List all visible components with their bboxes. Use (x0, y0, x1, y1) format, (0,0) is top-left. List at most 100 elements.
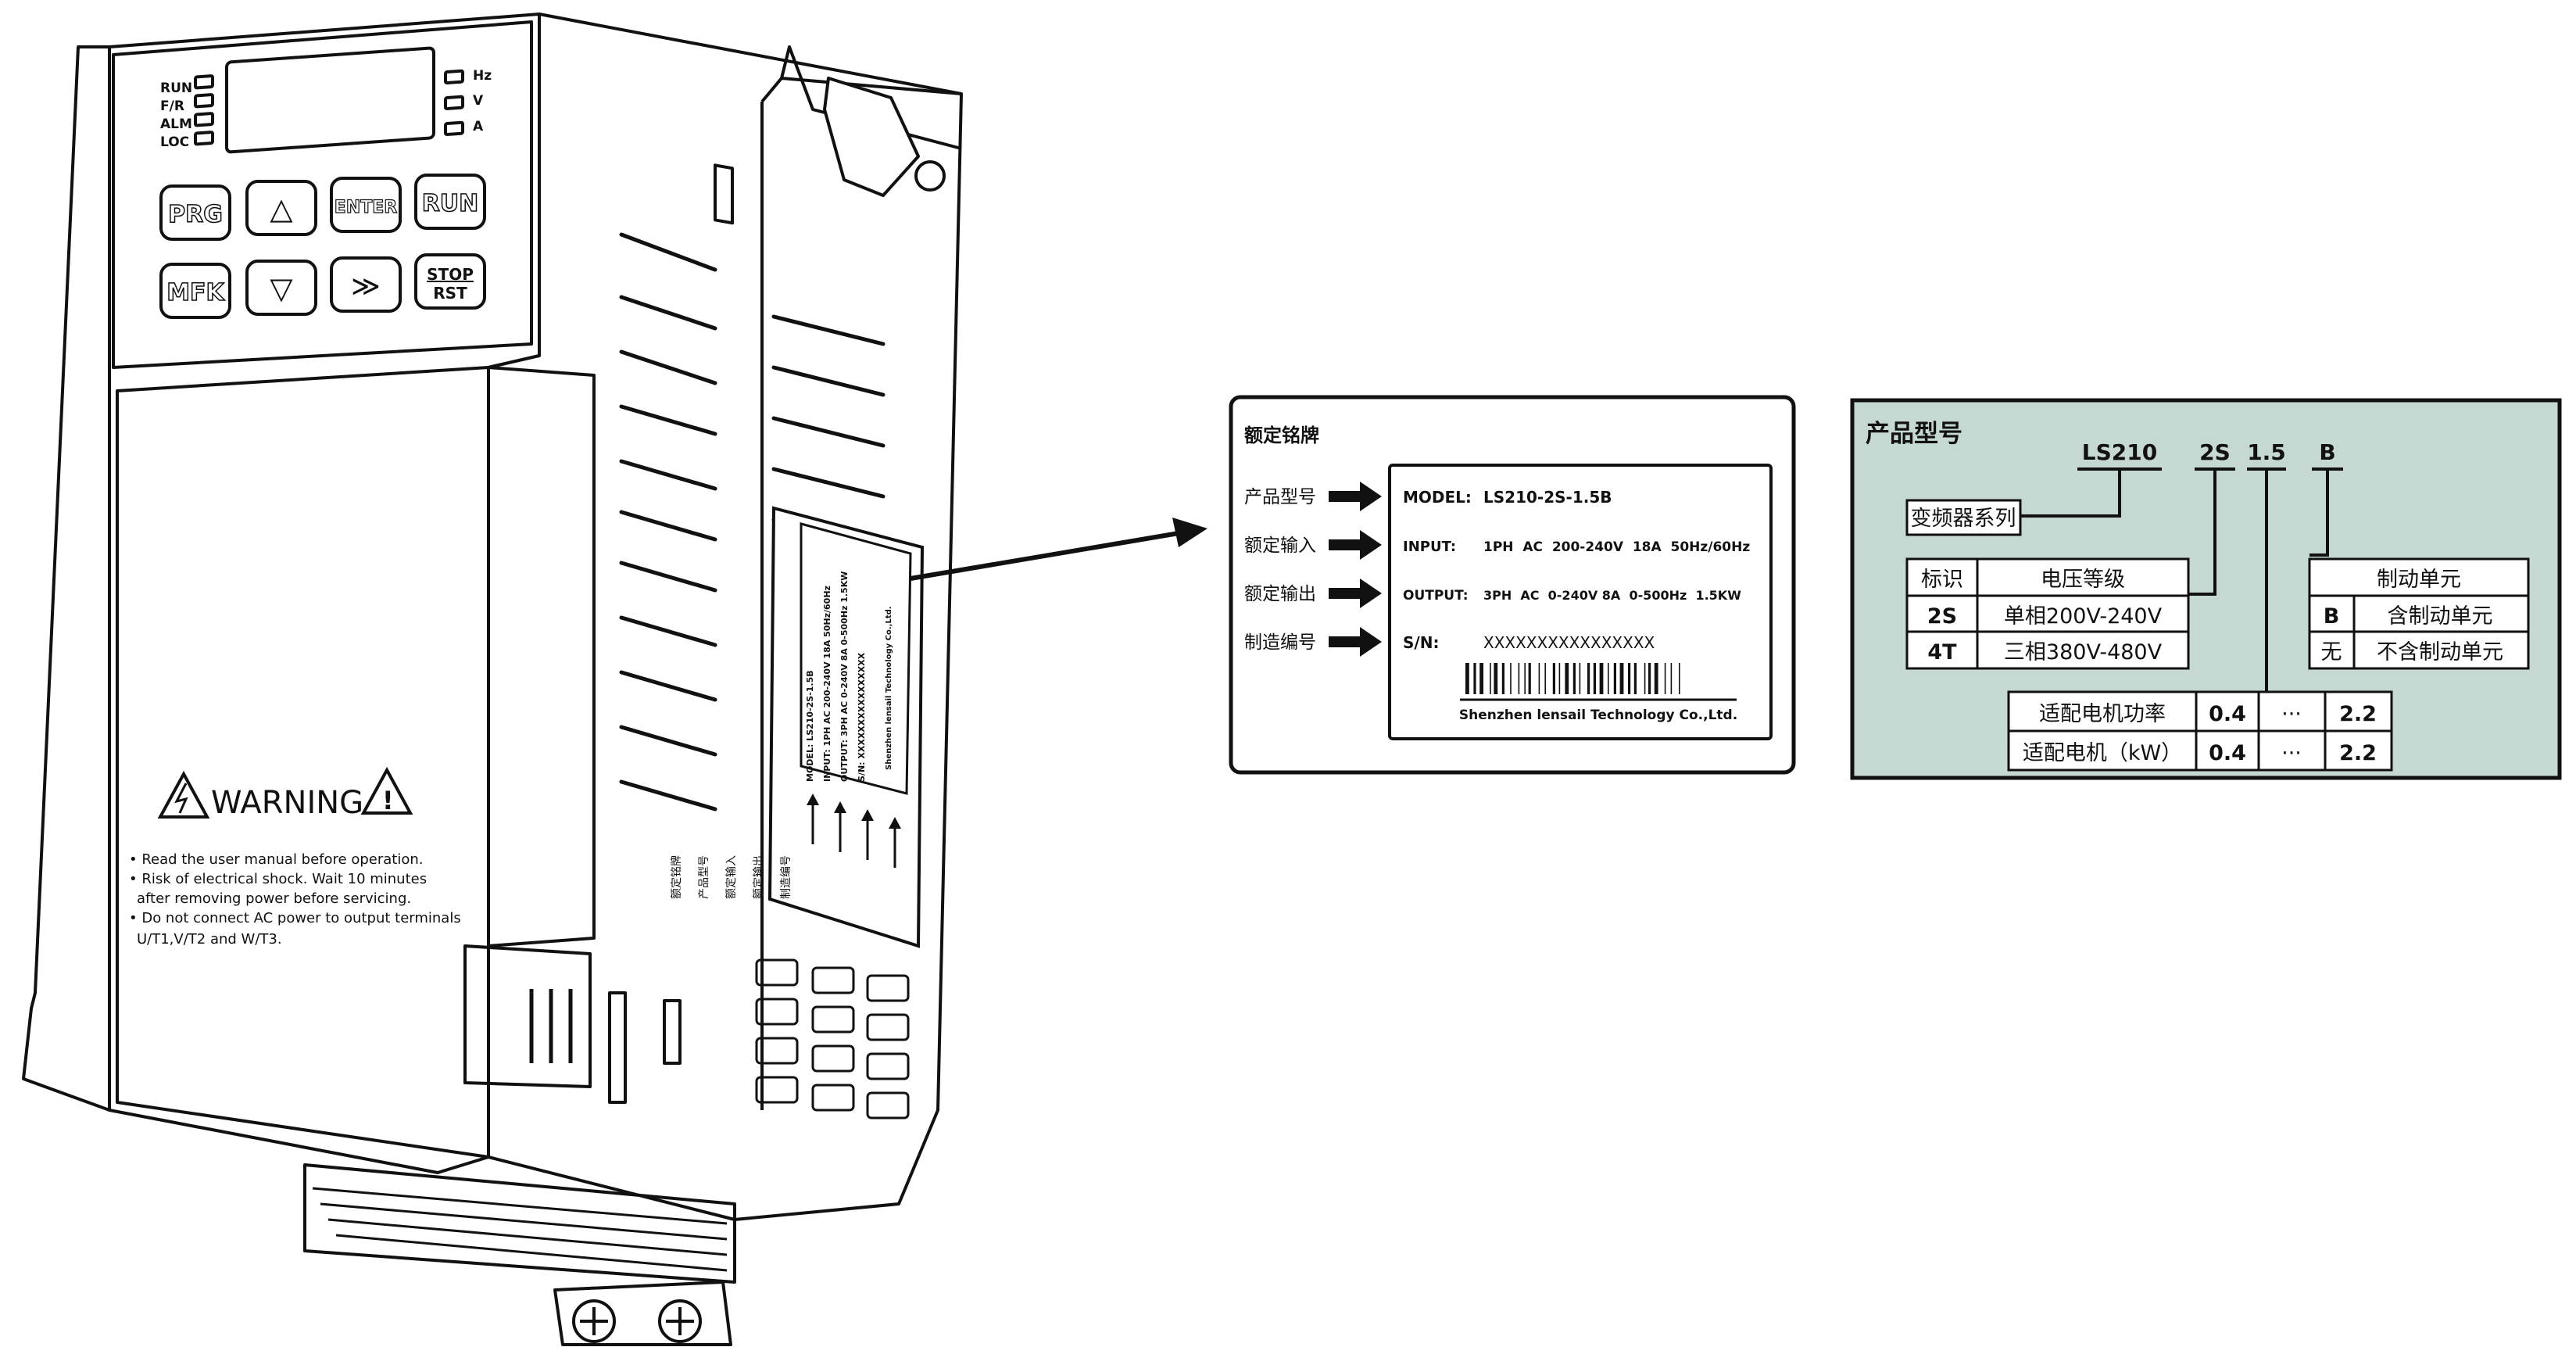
voltage-row-2-id: 4T (1927, 640, 1957, 665)
terminal-screw-left (572, 1299, 616, 1343)
nameplate-value-sn: XXXXXXXXXXXXXXXX (1483, 633, 1655, 652)
svg-text:RST: RST (433, 284, 467, 303)
nameplate-title: 额定铭牌 (1244, 425, 1319, 446)
up-key[interactable]: △ (245, 180, 317, 236)
svg-text:MFK: MFK (166, 279, 225, 306)
cable-clip-slots (529, 989, 573, 1063)
device-left-edge (22, 45, 111, 1112)
nameplate-field-cn-input: 额定输入 (1244, 536, 1316, 556)
device-side-label: MODEL: LS210-2S-1.5B INPUT: 1PH AC 200-2… (670, 506, 925, 948)
warning-title: WARNING (211, 785, 363, 821)
side-vent-grid (755, 958, 910, 1120)
svg-text:STOP: STOP (427, 265, 474, 284)
power-row-1-ellipsis: ··· (2281, 702, 2302, 726)
bottom-fin (303, 1163, 736, 1284)
shift-key[interactable]: ≫ (330, 256, 402, 313)
barcode-bar (1544, 663, 1546, 694)
nameplate-field-cn-output: 额定输出 (1244, 584, 1316, 604)
nameplate-inner (1388, 464, 1773, 740)
warning-line-1: • Read the user manual before operation. (129, 851, 423, 868)
barcode-bar (1528, 663, 1531, 694)
warning-block: WARNING ! • Read the user manual before … (129, 766, 461, 948)
svg-text:INPUT: 1PH AC 200-240V 18: INPUT: 1PH AC 200-240V 18A 50Hz/60Hz (822, 586, 832, 782)
barcode-bar (1679, 663, 1680, 694)
power-row-2-label: 适配电机（kW） (2023, 741, 2182, 765)
device-texts: RUN F/R ALM LOC Hz V A (160, 68, 492, 150)
brake-row-1-desc: 含制动单元 (2388, 604, 2493, 629)
brake-table: 制动单元 B 含制动单元 无 不含制动单元 (2308, 557, 2530, 670)
svg-text:ENTER: ENTER (335, 198, 397, 217)
stop-reset-key[interactable]: STOP RST (414, 253, 486, 310)
power-row-2-max: 2.2 (2339, 741, 2377, 765)
led-label-alm: ALM (160, 116, 192, 132)
barcode-bar (1538, 663, 1540, 694)
voltage-row-2-level: 三相380V-480V (2004, 640, 2163, 665)
device-top-hinge (823, 77, 920, 197)
barcode-bar (1473, 663, 1476, 694)
nameplate-key-output: OUTPUT: (1403, 588, 1469, 604)
down-key[interactable]: ▽ (245, 260, 317, 316)
barcode-bar (1558, 663, 1561, 694)
led-label-fr: F/R (160, 99, 184, 114)
enter-key[interactable]: ENTER (330, 177, 402, 233)
warning-line-3: after removing power before servicing. (137, 890, 411, 907)
svg-text:额定铭牌: 额定铭牌 (670, 855, 683, 899)
front-cover-step (488, 366, 596, 948)
svg-text:Shenzhen lensail Technology Co: Shenzhen lensail Technology Co.,Ltd. (885, 606, 893, 770)
svg-text:MODEL: LS210-2S-1.5B: MODEL: LS210-2S-1.5B (805, 670, 815, 782)
warning-triangle-left-icon (157, 770, 210, 819)
series-label-box (1905, 499, 2022, 536)
brake-row-2-desc: 不含制动单元 (2377, 640, 2503, 665)
barcode-bar (1628, 663, 1631, 694)
barcode-bar (1494, 663, 1498, 694)
display-window (225, 46, 435, 154)
power-row-1-label: 适配电机功率 (2039, 702, 2166, 726)
code-segment-brake: B (2319, 439, 2335, 465)
nameplate-key-model: MODEL: (1403, 488, 1472, 507)
voltage-row-1-level: 单相200V-240V (2004, 604, 2163, 629)
svg-text:制造编号: 制造编号 (780, 855, 792, 899)
side-slots-bottom (608, 991, 682, 1104)
warning-line-2: • Risk of electrical shock. Wait 10 minu… (129, 871, 427, 887)
led-label-v: V (473, 93, 484, 109)
series-label: 变频器系列 (1911, 507, 2016, 531)
power-row-1-max: 2.2 (2339, 702, 2377, 726)
barcode-bar (1654, 663, 1658, 694)
barcode-bar (1633, 663, 1637, 694)
barcode-bar (1518, 663, 1520, 694)
model-code-panel: 产品型号 LS210 2S 1.5 B 变频器系列 标识 电压等级 (1850, 398, 2562, 780)
barcode-bar (1572, 663, 1576, 694)
barcode-bar (1490, 663, 1491, 694)
barcode-bar (1670, 663, 1673, 694)
side-label-up-arrows (811, 797, 896, 868)
warning-triangle-right-icon (360, 766, 413, 815)
voltage-table: 标识 电压等级 2S 单相200V-240V 4T 三相380V-480V (1905, 557, 2190, 670)
svg-text:≫: ≫ (351, 270, 381, 303)
led-label-a: A (473, 119, 484, 134)
led-group-left (194, 74, 214, 146)
barcode-bar (1648, 663, 1651, 694)
brake-row-1-id: B (2324, 604, 2340, 629)
nameplate-field-arrows (1329, 482, 1382, 657)
barcode-bar (1593, 663, 1596, 694)
barcode-bar (1664, 663, 1666, 694)
barcode-bar (1501, 663, 1504, 694)
front-cover (116, 366, 490, 1159)
nameplate-key-sn: S/N: (1403, 633, 1439, 652)
led-label-loc: LOC (160, 134, 189, 150)
nameplate-value-output: 3PH AC 0-240V 8A 0-500Hz 1.5KW (1483, 588, 1741, 603)
svg-text:S/N: XXXXXXXXXXXXXXXX: S/N: XXXXXXXXXXXXXXXX (857, 652, 867, 782)
power-table: 适配电机功率 0.4 ··· 2.2 适配电机（kW） 0.4 ··· 2.2 (2007, 690, 2393, 772)
svg-text:额定输入: 额定输入 (725, 855, 738, 899)
mfk-key[interactable]: MFK (159, 263, 231, 319)
model-panel-title: 产品型号 (1866, 420, 1962, 448)
terminal-screw-right (658, 1299, 702, 1343)
pointer-arrow (910, 518, 1208, 581)
cable-clip (463, 944, 592, 1088)
run-key[interactable]: RUN (414, 174, 486, 230)
device-top-screw-hole (914, 160, 946, 192)
led-label-run: RUN (160, 81, 192, 96)
nameplate-field-cn-sn: 制造编号 (1244, 632, 1316, 653)
prg-key[interactable]: PRG (159, 184, 231, 241)
